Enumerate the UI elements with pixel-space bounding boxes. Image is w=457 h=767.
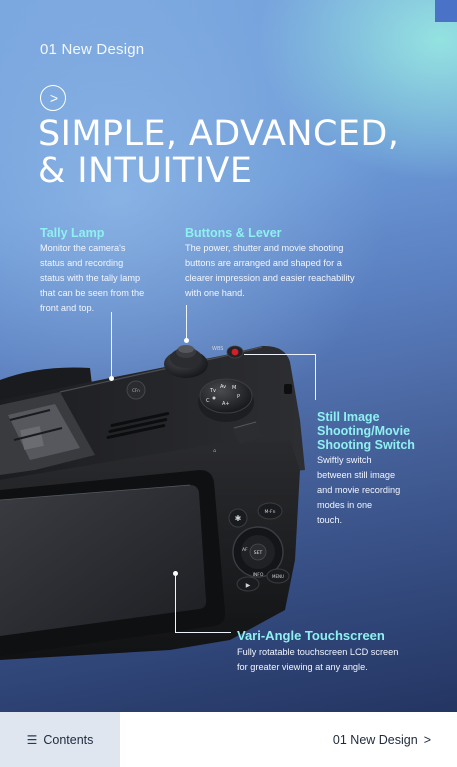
svg-text:▶: ▶ <box>246 582 251 589</box>
headline: SIMPLE, ADVANCED, & INTUITIVE <box>38 116 438 190</box>
tally-lamp-description: Monitor the camera's status and recordin… <box>40 243 145 313</box>
tally-lamp-title: Tally Lamp <box>40 226 105 240</box>
buttons-lever-marker <box>184 338 189 343</box>
svg-text:INFO: INFO <box>253 572 264 578</box>
svg-text:SET: SET <box>254 550 263 556</box>
corner-tab[interactable] <box>435 0 457 22</box>
next-section-label: 01 New Design <box>332 732 418 747</box>
headline-line-1: SIMPLE, ADVANCED, <box>38 114 400 154</box>
switch-leader-line-h <box>244 354 316 355</box>
svg-text:C: C <box>206 398 210 404</box>
svg-text:CFn: CFn <box>132 388 140 393</box>
section-label: 01 New Design <box>40 41 145 58</box>
svg-text:✱: ✱ <box>235 514 242 523</box>
screen-marker <box>173 571 178 576</box>
buttons-lever-title: Buttons & Lever <box>185 226 282 240</box>
svg-text:MENU: MENU <box>272 574 284 579</box>
tally-lamp-marker <box>109 376 114 381</box>
chevron-right-icon[interactable]: > <box>40 85 66 111</box>
switch-leader-line-v <box>315 354 316 400</box>
svg-text:⌂: ⌂ <box>213 448 216 454</box>
camera-illustration: CFn WBS Tv Av M C P A+ ✱ M-Fn <box>0 345 305 660</box>
switch-description: Swiftly switch between still image and m… <box>317 455 401 525</box>
svg-text:Tv: Tv <box>209 388 216 394</box>
contents-button[interactable]: ☰ Contents <box>0 712 120 767</box>
contents-label: Contents <box>43 732 94 747</box>
svg-text:P: P <box>237 394 240 400</box>
buttons-lever-description: The power, shutter and movie shooting bu… <box>185 243 355 298</box>
bottom-navigation: ☰ Contents 01 New Design > <box>0 712 457 767</box>
next-section-button[interactable]: 01 New Design > <box>120 712 457 767</box>
svg-text:A+: A+ <box>222 401 230 407</box>
screen-description: Fully rotatable touchscreen LCD screen f… <box>237 647 399 672</box>
screen-leader-line-v <box>175 575 176 633</box>
screen-title: Vari-Angle Touchscreen <box>237 628 385 643</box>
svg-text:M-Fn: M-Fn <box>265 509 276 515</box>
headline-line-2: & INTUITIVE <box>38 151 253 191</box>
buttons-lever-leader-line <box>186 305 187 340</box>
hero-panel: 01 New Design > SIMPLE, ADVANCED, & INTU… <box>0 0 457 712</box>
svg-text:AF: AF <box>242 547 248 553</box>
chevron-right-icon: > <box>423 732 431 747</box>
tally-lamp-leader-line <box>111 312 112 378</box>
screen-leader-line-h <box>175 632 231 633</box>
svg-text:M: M <box>232 385 236 391</box>
switch-title: Still Image Shooting/Movie Shooting Swit… <box>317 410 415 452</box>
svg-text:WBS: WBS <box>212 346 223 352</box>
svg-text:Av: Av <box>220 384 226 390</box>
hamburger-icon: ☰ <box>26 732 38 747</box>
